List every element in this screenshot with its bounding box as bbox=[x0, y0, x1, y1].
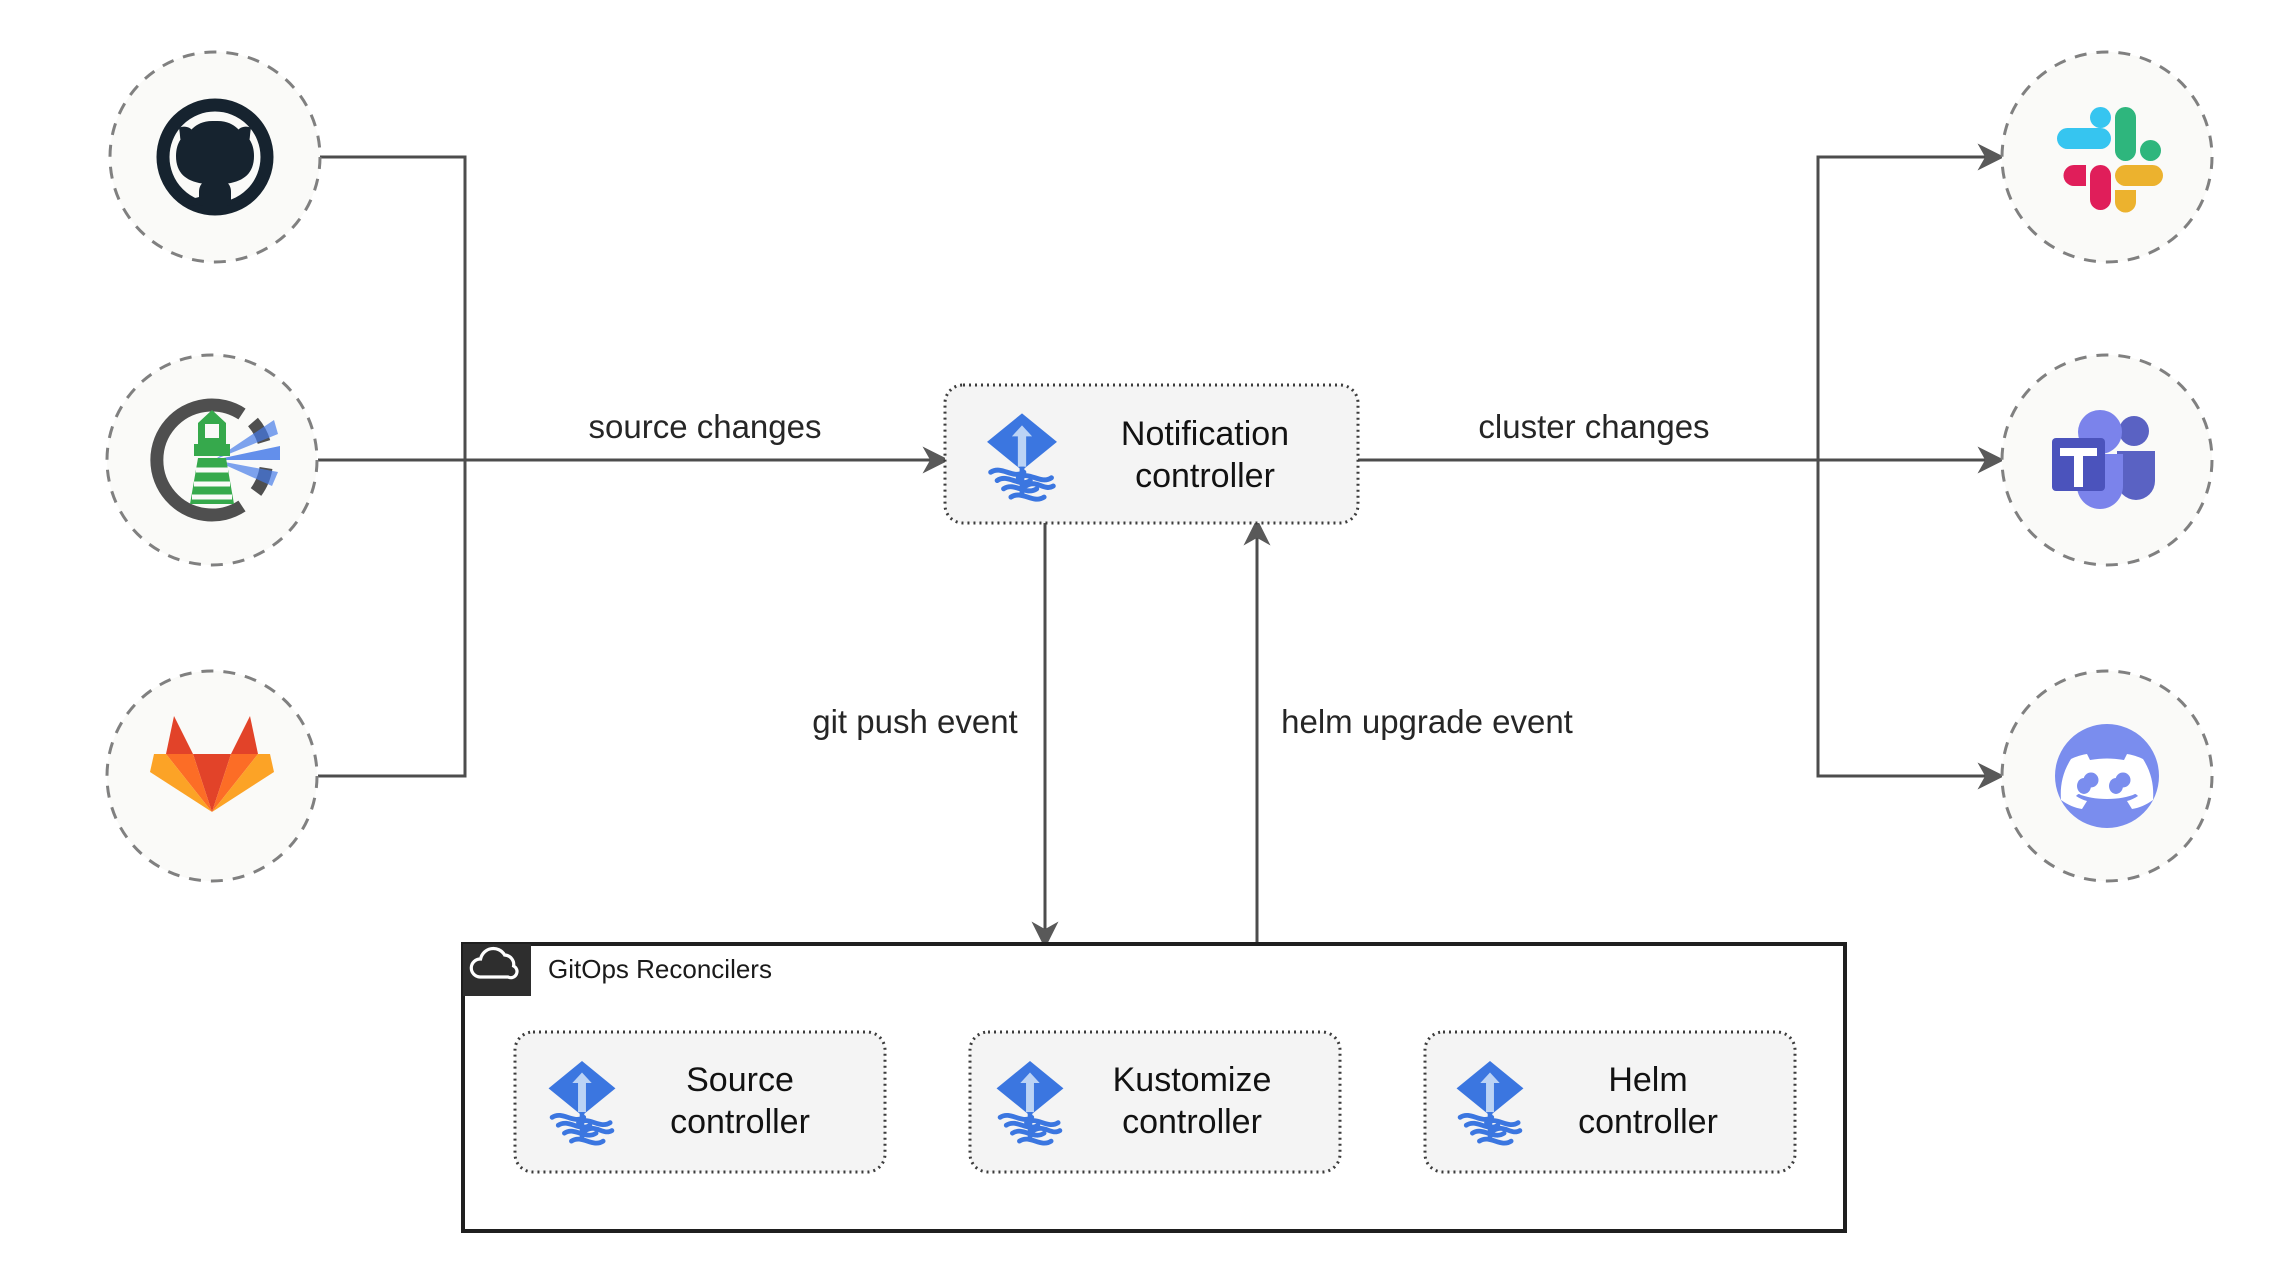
destination-node-slack[interactable] bbox=[2000, 50, 2214, 264]
destination-nodes bbox=[2000, 50, 2214, 883]
edge-trunk-to-discord bbox=[1816, 460, 2005, 790]
source-controller-box[interactable] bbox=[513, 1030, 887, 1174]
edge-labels-layer: source changes cluster changes git push … bbox=[589, 408, 1710, 740]
kustomize-controller-label-line2: controller bbox=[1122, 1103, 1262, 1141]
helm-controller-label-line2: controller bbox=[1578, 1103, 1718, 1141]
edges-layer bbox=[318, 143, 2005, 1116]
gitops-reconcilers-group: GitOps Reconcilers Source controller Kus… bbox=[461, 942, 1847, 1233]
helm-controller-label-line1: Helm bbox=[1608, 1061, 1687, 1099]
edge-trunk-to-slack bbox=[1816, 143, 2005, 460]
source-node-lighthouse[interactable] bbox=[105, 353, 319, 567]
discord-icon bbox=[2055, 724, 2159, 828]
reconciler-node-source-controller[interactable]: Source controller bbox=[513, 1030, 887, 1174]
source-node-gitlab[interactable] bbox=[105, 669, 319, 883]
gitops-reconcilers-title: GitOps Reconcilers bbox=[548, 954, 772, 984]
kustomize-controller-box[interactable] bbox=[968, 1030, 1342, 1174]
helm-controller-box[interactable] bbox=[1423, 1030, 1797, 1174]
kustomize-controller-label-line1: Kustomize bbox=[1113, 1061, 1272, 1099]
source-controller-label-line1: Source bbox=[686, 1061, 794, 1099]
source-controller-label-line2: controller bbox=[670, 1103, 810, 1141]
reconciler-node-helm-controller[interactable]: Helm controller bbox=[1423, 1030, 1797, 1174]
source-node-github[interactable] bbox=[108, 50, 322, 264]
gitops-reconcilers-tab bbox=[463, 944, 531, 996]
destination-node-discord[interactable] bbox=[2000, 669, 2214, 883]
edge-label-helm-upgrade-event: helm upgrade event bbox=[1281, 703, 1573, 740]
edge-label-cluster-changes: cluster changes bbox=[1478, 408, 1709, 445]
destination-node-teams[interactable] bbox=[2000, 353, 2214, 567]
edge-label-git-push-event: git push event bbox=[812, 703, 1017, 740]
notification-controller-node[interactable]: Notification controller bbox=[943, 383, 1360, 525]
edge-label-source-changes: source changes bbox=[589, 408, 822, 445]
edge-github-to-trunk bbox=[320, 155, 467, 460]
slack-node-circle[interactable] bbox=[2000, 50, 2214, 264]
notification-controller-label-line1: Notification bbox=[1121, 415, 1289, 453]
notification-controller-label-line2: controller bbox=[1135, 457, 1275, 495]
reconciler-node-kustomize-controller[interactable]: Kustomize controller bbox=[968, 1030, 1342, 1174]
edge-gitlab-to-trunk bbox=[318, 460, 467, 778]
source-nodes bbox=[105, 50, 322, 883]
